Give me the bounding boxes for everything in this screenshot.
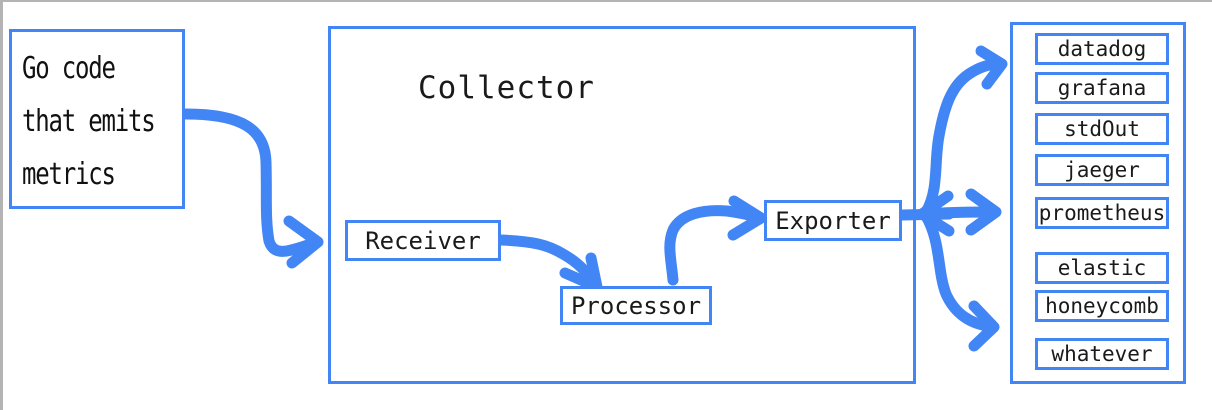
arrow-fanout-junction-head [916,190,955,237]
arrow-source-to-receiver [180,108,321,257]
source-line-3: metrics [22,157,116,192]
backend-item: whatever [1035,338,1169,370]
arrow-fanout-bottom [920,210,995,332]
collector-container [328,26,916,384]
backend-item: honeycomb [1035,290,1169,322]
backend-item: elastic [1035,252,1169,284]
source-line-2: that emits [22,104,156,139]
backend-item: jaeger [1035,154,1169,186]
arrow-fanout-top-head [975,45,1008,90]
receiver-node: Receiver [345,220,501,261]
arrow-fanout-middle-head [965,188,1002,236]
arrow-fanout-bottom-head [968,300,1000,352]
processor-node: Processor [560,286,712,325]
backend-item: grafana [1035,72,1169,104]
arrow-fanout-top [920,58,1005,218]
go-code-source-box: Go code that emits metrics [9,29,185,209]
backend-item: datadog [1035,33,1169,65]
source-line-1: Go code [22,51,116,86]
collector-title: Collector [418,70,595,106]
arrow-source-to-receiver-head [283,215,324,269]
backend-item: stdOut [1035,113,1169,145]
backend-item: prometheus [1035,197,1169,229]
backends-container [1010,22,1186,384]
exporter-node: Exporter [764,200,902,241]
arrow-fanout-middle [920,206,997,220]
